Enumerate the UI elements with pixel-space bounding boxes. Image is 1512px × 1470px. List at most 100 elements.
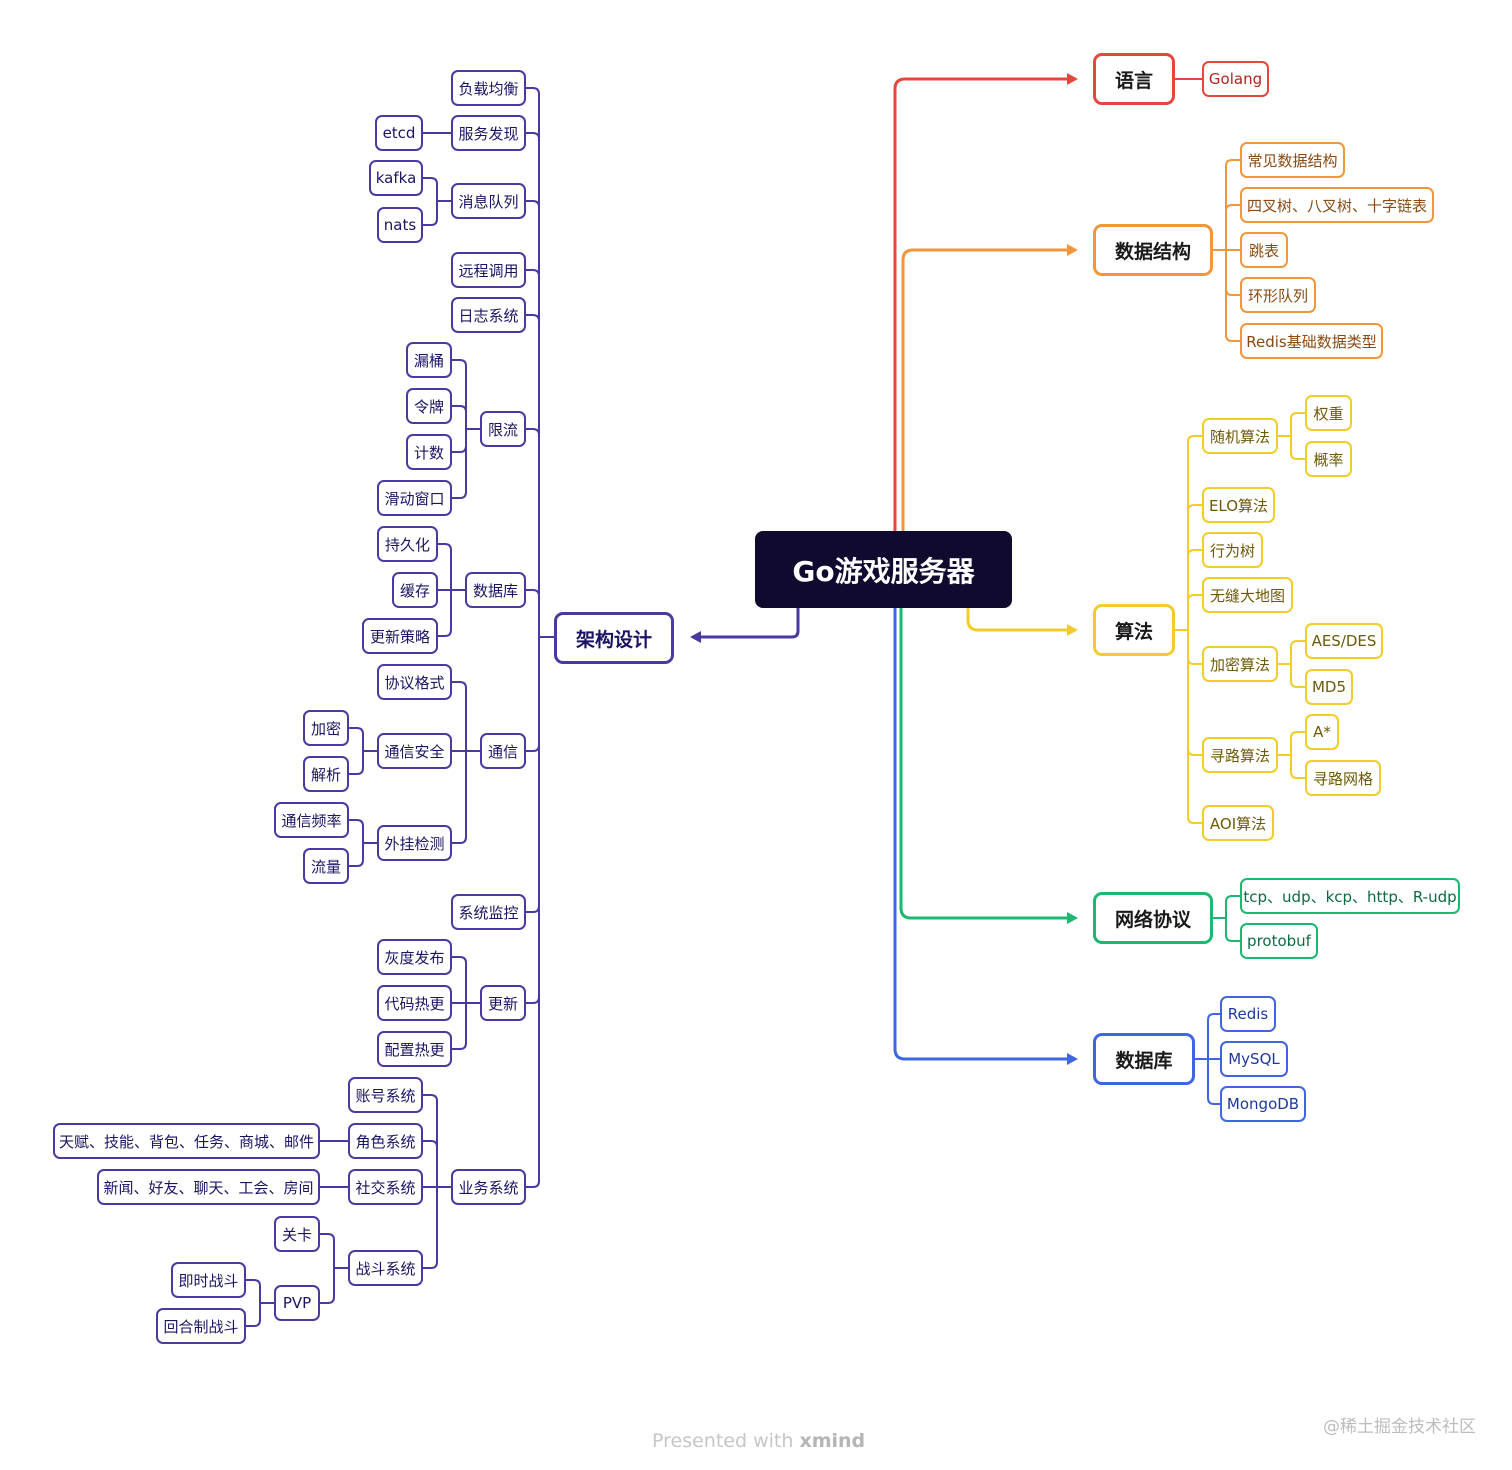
node-role-detail[interactable]: 天赋、技能、背包、任务、商城、邮件 (53, 1123, 320, 1159)
node-message-queue[interactable]: 消息队列 (451, 183, 526, 219)
node-common-ds[interactable]: 常见数据结构 (1240, 142, 1345, 178)
link-root-ds (901, 248, 1072, 533)
br-algo-1 (1187, 504, 1203, 631)
node-update-policy[interactable]: 更新策略 (362, 618, 438, 654)
node-astar[interactable]: A* (1305, 714, 1339, 750)
br-enc-1 (1290, 663, 1306, 688)
node-persistence[interactable]: 持久化 (377, 526, 438, 562)
node-nats[interactable]: nats (377, 207, 423, 243)
node-account[interactable]: 账号系统 (348, 1077, 423, 1113)
node-random-algo[interactable]: 随机算法 (1202, 418, 1278, 454)
node-code-hotfix[interactable]: 代码热更 (377, 985, 452, 1021)
node-load-balance[interactable]: 负载均衡 (451, 70, 526, 106)
node-realtime-battle[interactable]: 即时战斗 (171, 1262, 246, 1298)
node-etcd[interactable]: etcd (375, 115, 423, 151)
node-mongodb[interactable]: MongoDB (1220, 1086, 1306, 1122)
br-cheat-0 (348, 819, 364, 844)
node-service-discovery[interactable]: 服务发现 (451, 115, 526, 151)
root-topic[interactable]: Go游戏服务器 (755, 531, 1012, 608)
node-encrypt[interactable]: 加密 (303, 710, 349, 746)
node-cache[interactable]: 缓存 (392, 572, 438, 608)
node-protobuf[interactable]: protobuf (1240, 923, 1318, 959)
node-behavior-tree[interactable]: 行为树 (1202, 532, 1263, 568)
node-counter[interactable]: 计数 (406, 434, 452, 470)
topic-network[interactable]: 网络协议 (1093, 892, 1213, 944)
node-comm-frequency[interactable]: 通信频率 (274, 802, 349, 838)
br-algo-4 (1187, 629, 1203, 665)
br-algo-3 (1187, 594, 1203, 631)
node-ring-queue[interactable]: 环形队列 (1240, 277, 1316, 313)
br-rand-1 (1290, 435, 1306, 460)
node-golang[interactable]: Golang (1202, 61, 1269, 97)
node-rate-limit[interactable]: 限流 (480, 411, 526, 447)
br-arch-0 (525, 87, 540, 638)
arrow-algo (1067, 624, 1078, 636)
node-leaky-bucket[interactable]: 漏桶 (406, 342, 452, 378)
node-social-detail[interactable]: 新闻、好友、聊天、工会、房间 (97, 1169, 320, 1205)
node-turn-battle[interactable]: 回合制战斗 (156, 1308, 246, 1344)
node-social[interactable]: 社交系统 (348, 1169, 423, 1205)
br-cheat-1 (348, 842, 364, 867)
br-ds-1 (1225, 204, 1241, 251)
node-probability[interactable]: 概率 (1305, 441, 1352, 477)
br-battle-0 (319, 1233, 335, 1269)
node-stage[interactable]: 关卡 (274, 1216, 320, 1252)
node-weight[interactable]: 权重 (1305, 395, 1352, 431)
node-aoi[interactable]: AOI算法 (1202, 805, 1274, 841)
node-transport-protocols[interactable]: tcp、udp、kcp、http、R-udp (1240, 878, 1460, 914)
br-algo-0 (1187, 435, 1203, 631)
br-net-1 (1225, 917, 1241, 942)
br-rl-0 (451, 359, 467, 430)
node-mysql[interactable]: MySQL (1220, 1041, 1288, 1077)
br-db-0 (437, 543, 452, 591)
topic-arch[interactable]: 架构设计 (554, 612, 674, 664)
node-update[interactable]: 更新 (480, 985, 526, 1021)
node-token[interactable]: 令牌 (406, 388, 452, 424)
node-monitoring[interactable]: 系统监控 (451, 894, 526, 930)
node-kafka[interactable]: kafka (369, 160, 423, 196)
node-database-arch[interactable]: 数据库 (465, 572, 526, 608)
node-pathfinding[interactable]: 寻路算法 (1202, 737, 1278, 773)
br-net-0 (1225, 895, 1241, 919)
topic-database[interactable]: 数据库 (1093, 1033, 1195, 1085)
node-communication[interactable]: 通信 (480, 733, 526, 769)
br-dbs-0 (1207, 1013, 1221, 1060)
br-upd-0 (451, 956, 467, 1004)
node-redis-types[interactable]: Redis基础数据类型 (1240, 323, 1383, 359)
node-navmesh[interactable]: 寻路网格 (1305, 760, 1381, 796)
node-seamless-map[interactable]: 无缝大地图 (1202, 577, 1293, 613)
node-aes-des[interactable]: AES/DES (1305, 623, 1383, 659)
node-battle[interactable]: 战斗系统 (348, 1250, 423, 1286)
br-path-1 (1290, 754, 1306, 779)
node-quadtree[interactable]: 四叉树、八叉树、十字链表 (1240, 187, 1434, 223)
node-config-hotfix[interactable]: 配置热更 (377, 1031, 452, 1067)
br-arch-4 (525, 314, 540, 638)
node-rpc[interactable]: 远程调用 (451, 252, 526, 288)
topic-data-structure[interactable]: 数据结构 (1093, 224, 1213, 276)
br-biz-3 (422, 1186, 438, 1269)
node-cheat-detect[interactable]: 外挂检测 (377, 825, 452, 861)
node-md5[interactable]: MD5 (1305, 669, 1353, 705)
topic-language[interactable]: 语言 (1093, 53, 1175, 105)
node-business[interactable]: 业务系统 (451, 1169, 526, 1205)
node-pvp[interactable]: PVP (274, 1285, 320, 1321)
node-parse[interactable]: 解析 (303, 756, 349, 792)
node-elo[interactable]: ELO算法 (1202, 487, 1275, 523)
node-log-system[interactable]: 日志系统 (451, 297, 526, 333)
br-algo-2 (1187, 549, 1203, 631)
node-redis[interactable]: Redis (1220, 996, 1276, 1032)
node-protocol-format[interactable]: 协议格式 (377, 664, 452, 700)
node-sliding-window[interactable]: 滑动窗口 (377, 480, 452, 516)
br-dbs-2 (1207, 1058, 1221, 1105)
br-pvp-0 (245, 1279, 261, 1304)
node-skiplist[interactable]: 跳表 (1240, 232, 1288, 268)
node-role[interactable]: 角色系统 (348, 1123, 423, 1159)
node-traffic[interactable]: 流量 (303, 848, 349, 884)
node-encrypt-algo[interactable]: 加密算法 (1202, 646, 1278, 682)
node-gray-release[interactable]: 灰度发布 (377, 939, 452, 975)
br-enc-0 (1290, 640, 1306, 665)
node-comm-security[interactable]: 通信安全 (377, 733, 452, 769)
topic-algorithm[interactable]: 算法 (1093, 604, 1175, 656)
watermark: @稀土掘金技术社区 (1323, 1417, 1476, 1437)
br-arch-6 (525, 589, 540, 638)
